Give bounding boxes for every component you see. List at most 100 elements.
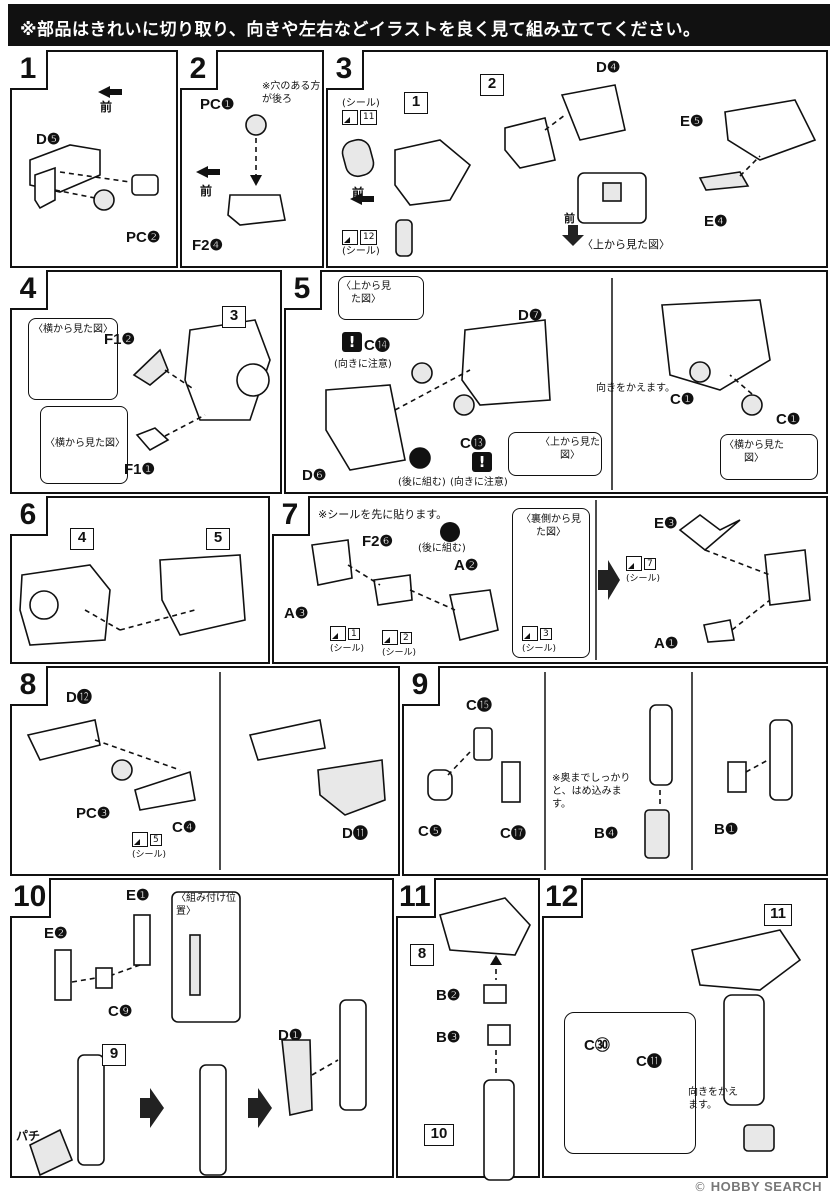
step3-sticker-a-text: (シール) xyxy=(342,98,380,109)
step7-sticker1-num: 1 xyxy=(348,627,360,640)
step7-note: ※シールを先に貼ります。 xyxy=(318,508,448,521)
step2-f24-label: F2❹ xyxy=(192,237,223,254)
step12-ref-11: 11 xyxy=(764,904,792,926)
step-4-number: 4 xyxy=(10,270,48,310)
step8-sticker5-label: (シール) xyxy=(132,850,167,860)
step9-c17-label: C⓱ xyxy=(500,825,526,842)
step12-c11-label: C⓫ xyxy=(636,1053,662,1070)
step3-sticker-b-num: 12 xyxy=(360,230,378,245)
step-8-number: 8 xyxy=(10,666,48,706)
step11-b3-label: B❸ xyxy=(436,1029,461,1046)
step-6-number: 6 xyxy=(10,496,48,536)
step5-d6-label: D❻ xyxy=(302,467,327,484)
instruction-banner: ※部品はきれいに切り取り、向きや左右などイラストを良く見て組み立ててください。 xyxy=(8,4,830,46)
step-11-panel xyxy=(396,878,540,1178)
step7-sticker7-num: 7 xyxy=(644,557,656,570)
step3-ref-1: 1 xyxy=(404,92,428,114)
step-11-number: 11 xyxy=(396,878,436,918)
step-1-number: 1 xyxy=(10,50,48,90)
step5-top-view-a-text: 〈上から見た図〉 xyxy=(341,281,391,305)
step7-later: (後に組む) xyxy=(418,543,466,554)
step4-f11-label: F1❶ xyxy=(124,461,155,478)
step3-top-view-label: 〈上から見た図〉 xyxy=(582,238,670,251)
step2-note: ※穴のある方が後ろ xyxy=(262,81,321,105)
caution-icon: ! xyxy=(342,332,362,352)
step-10-panel xyxy=(10,878,394,1178)
step1-front-label: 前 xyxy=(100,100,113,114)
step7-sticker2: 2 (シール) xyxy=(382,630,416,658)
step7-e3-label: E❸ xyxy=(654,515,678,532)
step3-ref-2: 2 xyxy=(480,74,504,96)
step9-c15-label: C⓯ xyxy=(466,697,492,714)
step3-e5-label: E❺ xyxy=(680,113,704,130)
step5-d7-label: D❼ xyxy=(518,307,543,324)
step4-side-view-top-text: 〈横から見た図〉 xyxy=(33,324,113,335)
step4-side-view-bottom-text: 〈横から見た図〉 xyxy=(45,438,125,449)
sticker-icon xyxy=(132,832,148,847)
step7-sticker3-label: (シール) xyxy=(522,644,557,654)
step10-ref-9: 9 xyxy=(102,1044,126,1066)
sticker-icon xyxy=(342,110,358,125)
step7-sticker2-label: (シール) xyxy=(382,648,417,658)
step10-c9-label: C❾ xyxy=(108,1003,133,1020)
step3-sticker-b: 12 (シール) xyxy=(342,230,380,258)
step3-e4-label: E❹ xyxy=(704,213,728,230)
step3-sticker-a-num: 11 xyxy=(360,110,378,125)
copyright-mark: © xyxy=(694,1180,706,1194)
brand-watermark: HOBBY SEARCH xyxy=(710,1179,822,1194)
step7-sticker7-label: (シール) xyxy=(626,574,661,584)
step4-side-view-top: 〈横から見た図〉 xyxy=(28,318,118,400)
sticker-icon xyxy=(330,626,346,641)
step5-top-view-a: 〈上から見た図〉 xyxy=(338,276,424,320)
step10-d1-label: D❶ xyxy=(278,1027,303,1044)
step5-top-view-b: 〈上から見た図〉 xyxy=(508,432,602,476)
step3-sticker-a: (シール) 11 xyxy=(342,97,380,125)
step-12-number: 12 xyxy=(542,878,584,918)
step9-b4-label: B❹ xyxy=(594,825,619,842)
step4-f12-label: F1❷ xyxy=(104,331,135,348)
step5-side-view: 〈横から見た図〉 xyxy=(720,434,818,480)
step5-c14-label: C⓮ xyxy=(364,337,390,354)
step7-sticker2-num: 2 xyxy=(400,631,412,644)
step-9-number: 9 xyxy=(402,666,440,706)
step7-a1-label: A❶ xyxy=(654,635,679,652)
step5-caution1: (向きに注意) xyxy=(334,359,392,370)
step8-c4-label: C❹ xyxy=(172,819,197,836)
step5-later: (後に組む) xyxy=(398,477,446,488)
step5-c1b-label: C❶ xyxy=(776,411,801,428)
sticker-icon xyxy=(342,230,358,245)
step7-f26-label: F2❻ xyxy=(362,533,393,550)
step5-caution2: (向きに注意) xyxy=(450,477,508,488)
step3-front2-label: 前 xyxy=(564,213,575,225)
step-10-number: 10 xyxy=(10,878,52,918)
step7-sticker1: 1 (シール) xyxy=(330,626,364,654)
step6-ref-5: 5 xyxy=(206,528,230,550)
step10-position: 〈組み付け位置〉 xyxy=(176,893,236,917)
step7-sticker7: 7 (シール) xyxy=(626,556,660,584)
step7-a2-label: A❷ xyxy=(454,557,479,574)
step10-e1-label: E❶ xyxy=(126,887,150,904)
step12-turn: 向きをかえます。 xyxy=(688,1087,738,1111)
step5-side-view-text: 〈横から見た図〉 xyxy=(724,440,784,464)
step4-ref-3: 3 xyxy=(222,306,246,328)
step-5-number: 5 xyxy=(284,270,322,310)
step-7-number: 7 xyxy=(272,496,310,536)
step8-sticker5: 5 (シール) xyxy=(132,832,166,860)
step11-ref-8: 8 xyxy=(410,944,434,966)
step12-c30-label: C㉚ xyxy=(584,1037,610,1054)
step-3-number: 3 xyxy=(326,50,364,90)
step9-b1-label: B❶ xyxy=(714,821,739,838)
sticker-icon xyxy=(626,556,642,571)
sticker-icon xyxy=(522,626,538,641)
step8-sticker5-num: 5 xyxy=(150,833,162,846)
caution-icon: ! xyxy=(472,452,492,472)
step8-pc3-label: PC❸ xyxy=(76,805,111,822)
step7-a3-label: A❸ xyxy=(284,605,309,622)
step-3-panel xyxy=(326,50,828,268)
step9-note: ※奥までしっかりと、はめ込みます。 xyxy=(552,773,631,810)
later-dot-icon xyxy=(440,522,460,542)
step1-pc2-label: PC❷ xyxy=(126,229,161,246)
step-6-panel xyxy=(10,496,270,664)
step8-d12-label: D⓬ xyxy=(66,689,92,706)
step6-ref-4: 4 xyxy=(70,528,94,550)
